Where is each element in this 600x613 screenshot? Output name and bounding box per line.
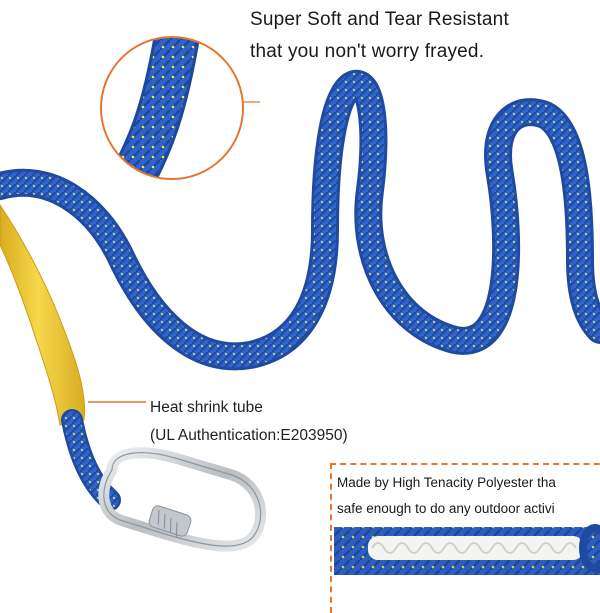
headline: Super Soft and Tear Resistant that you n… xyxy=(250,4,600,68)
heat-shrink-callout: Heat shrink tube (UL Authentication:E203… xyxy=(150,394,348,450)
heat-shrink-tube xyxy=(0,204,86,426)
callout-line-2: (UL Authentication:E203950) xyxy=(150,427,348,444)
note-line-1: Made by High Tenacity Polyester tha xyxy=(337,475,556,490)
headline-line-1: Super Soft and Tear Resistant xyxy=(250,9,509,30)
carabiner-icon xyxy=(98,447,267,552)
note-box xyxy=(330,463,600,613)
rope xyxy=(0,70,600,371)
callout-line-1: Heat shrink tube xyxy=(150,399,263,416)
zoom-circle-icon xyxy=(100,36,244,180)
stitch-detail xyxy=(334,524,600,575)
product-illustration xyxy=(0,36,600,575)
note-text: Made by High Tenacity Polyester tha safe… xyxy=(337,470,600,522)
note-line-2: safe enough to do any outdoor activi xyxy=(337,501,555,516)
headline-line-2: that you non't worry frayed. xyxy=(250,41,485,62)
